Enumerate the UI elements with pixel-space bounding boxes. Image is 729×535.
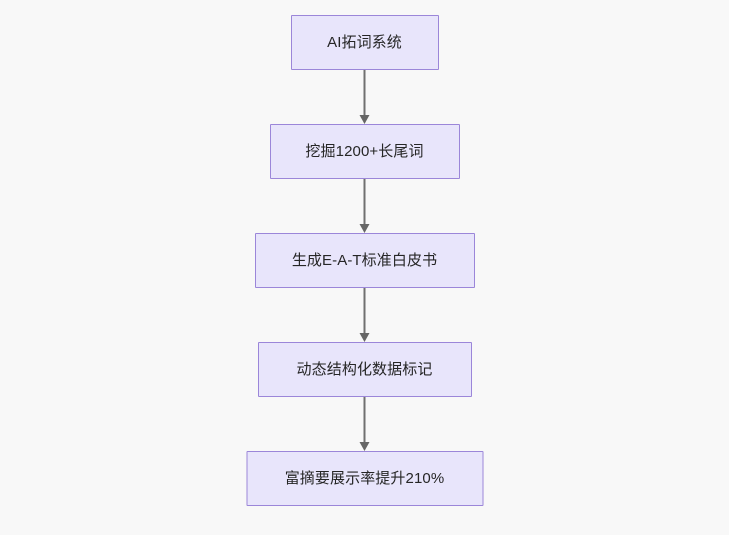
flow-edge-3-to-4 <box>359 288 370 342</box>
flow-edge-1-to-2 <box>359 70 370 124</box>
flow-node-label: 动态结构化数据标记 <box>296 361 433 378</box>
edge-line <box>363 288 366 335</box>
arrowhead-icon <box>359 333 370 342</box>
flow-node-ai-keyword-system[interactable]: AI拓词系统 <box>290 15 439 70</box>
flow-node-label: AI拓词系统 <box>327 34 402 51</box>
flow-node-generate-eat-whitepaper[interactable]: 生成E-A-T标准白皮书 <box>254 233 475 288</box>
flow-node-dynamic-structured-data-markup[interactable]: 动态结构化数据标记 <box>257 342 472 397</box>
flow-node-label: 生成E-A-T标准白皮书 <box>291 252 438 269</box>
arrowhead-icon <box>359 442 370 451</box>
edge-line <box>363 397 366 444</box>
flow-edge-4-to-5 <box>359 397 370 451</box>
flow-edge-2-to-3 <box>359 179 370 233</box>
flow-node-label: 富摘要展示率提升210% <box>284 470 445 487</box>
arrowhead-icon <box>359 115 370 124</box>
edge-line <box>363 179 366 226</box>
flow-node-label: 挖掘1200+长尾词 <box>305 143 424 160</box>
edge-line <box>363 70 366 117</box>
flow-node-mine-longtail-keywords[interactable]: 挖掘1200+长尾词 <box>269 124 460 179</box>
flow-node-rich-snippet-rate-increase[interactable]: 富摘要展示率提升210% <box>246 451 483 506</box>
arrowhead-icon <box>359 224 370 233</box>
